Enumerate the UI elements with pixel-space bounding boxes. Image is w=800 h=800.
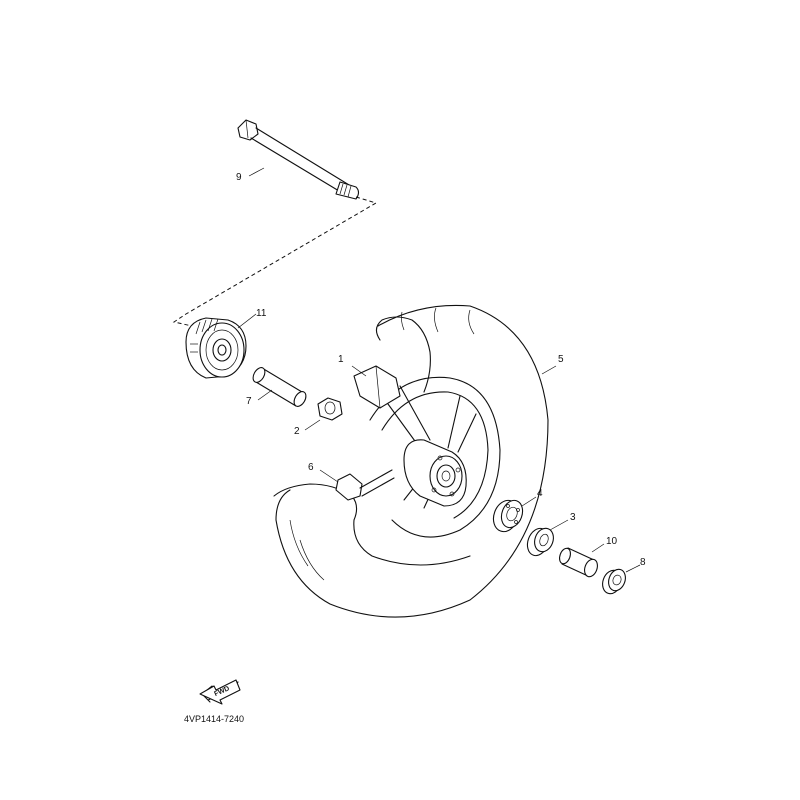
tire <box>273 304 549 618</box>
wheel-rim-hub <box>369 376 501 538</box>
callout-3: 3 <box>570 512 576 523</box>
axle-bolt <box>237 119 360 200</box>
callout-4: 4 <box>537 488 543 499</box>
fitting-bracket <box>353 365 401 409</box>
fwd-arrow-icon: FWD <box>199 679 241 705</box>
collar-nut <box>602 568 626 595</box>
axle-path-dashed <box>172 196 378 327</box>
callout-5: 5 <box>558 354 564 365</box>
callout-6: 6 <box>308 462 314 473</box>
callout-7: 7 <box>246 396 252 407</box>
collar-sleeve <box>252 367 307 407</box>
spacer <box>559 547 598 578</box>
callout-2: 2 <box>294 426 300 437</box>
callout-9: 9 <box>236 172 242 183</box>
callout-8: 8 <box>640 557 646 568</box>
nut <box>317 397 343 421</box>
callout-10: 10 <box>606 536 618 547</box>
valve-stem <box>335 469 395 501</box>
callout-11: 11 <box>256 308 267 319</box>
leader-lines <box>237 167 641 573</box>
bearing-large <box>492 499 524 533</box>
gear-unit <box>185 317 247 379</box>
diagram-code: 4VP1414-7240 <box>184 714 244 724</box>
bearing-small <box>526 527 554 557</box>
callout-1: 1 <box>338 354 344 365</box>
